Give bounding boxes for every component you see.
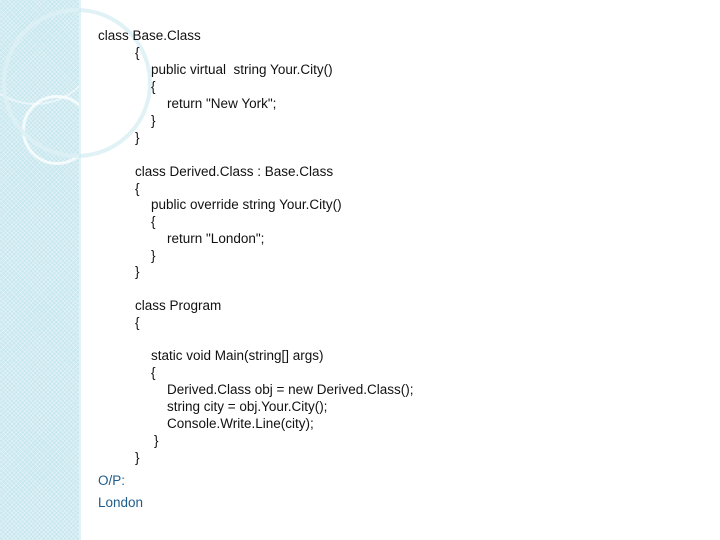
code-line: public override string Your.City() (151, 197, 342, 212)
code-line: } (151, 248, 156, 263)
code-line: string city = obj.Your.City(); (167, 399, 328, 414)
code-line: } (135, 264, 140, 279)
code-line: Console.Write.Line(city); (167, 416, 314, 431)
code-line: { (151, 365, 156, 380)
code-line: } (135, 450, 140, 465)
sidebar-divider (79, 0, 81, 540)
decorative-sidebar (0, 0, 79, 540)
code-line: { (135, 181, 140, 196)
code-line: return "New York"; (167, 96, 277, 111)
code-line: { (151, 214, 156, 229)
code-line: } (151, 113, 156, 128)
output-value: London (98, 495, 144, 510)
code-line: public virtual string Your.City() (151, 62, 333, 77)
code-line: return "London"; (167, 231, 265, 246)
code-line: { (135, 45, 140, 60)
code-line: } (154, 433, 159, 448)
decorative-ring (22, 95, 79, 165)
code-line: { (135, 315, 140, 330)
code-line: } (135, 130, 140, 145)
code-line: { (151, 79, 156, 94)
output-label: O/P: (98, 473, 126, 488)
code-line: class Base.Class (98, 28, 201, 43)
code-line: class Derived.Class : Base.Class (135, 164, 334, 179)
code-line: class Program (135, 298, 222, 313)
code-line: Derived.Class obj = new Derived.Class(); (167, 382, 414, 397)
code-line: static void Main(string[] args) (151, 348, 324, 363)
